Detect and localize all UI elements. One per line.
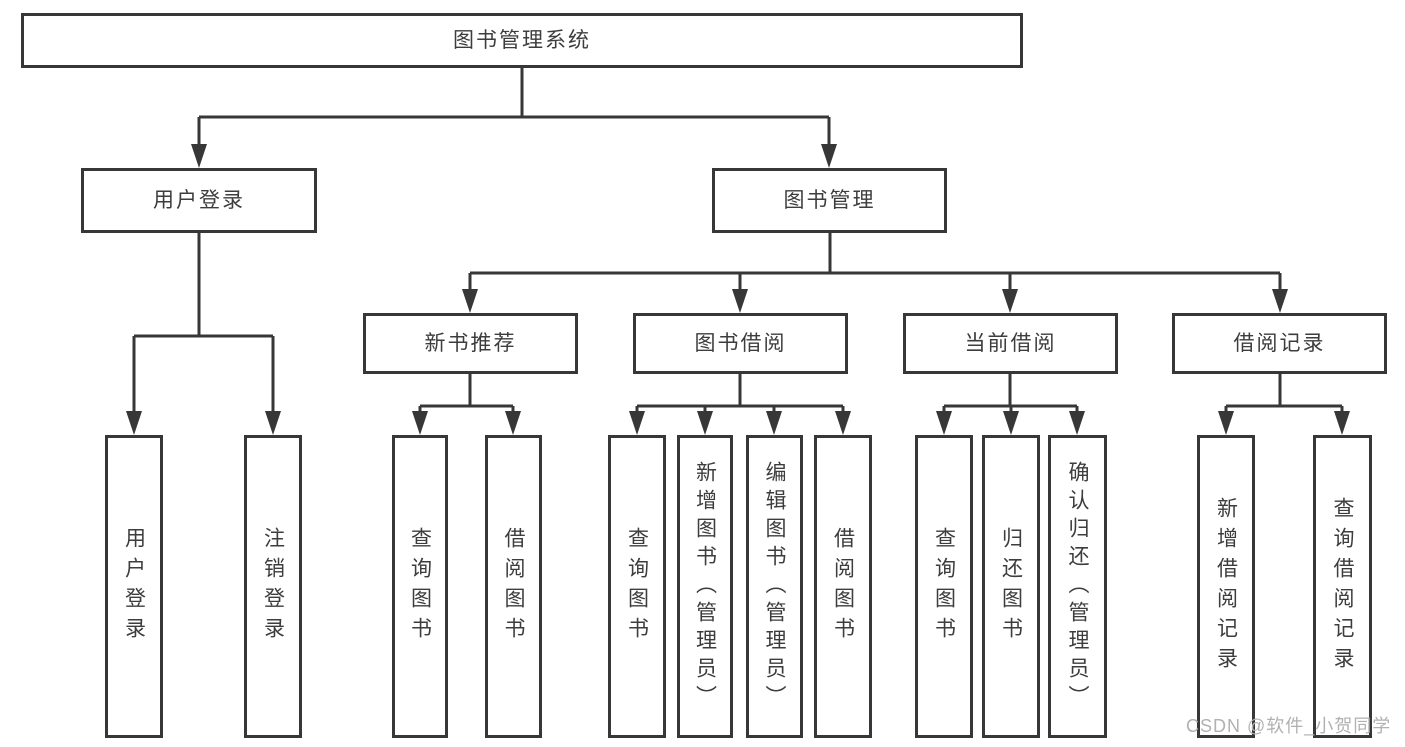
leaf-add-borrow-record: 新增借阅记录 [1197,435,1255,738]
leaf-add-books-admin: 新增图书（管理员） [677,435,733,738]
node-label: 新书推荐 [424,332,517,355]
arrow-down-icon [821,144,837,168]
node-label: 图书管理 [783,189,876,212]
arrowhead-icons [126,144,1350,435]
arrow-down-icon [1069,411,1085,435]
arrow-down-icon [1002,289,1018,313]
node-label: 查询图书 [408,526,432,647]
node-label: 图书管理系统 [453,29,591,52]
arrow-down-icon [835,411,851,435]
node-label: 图书借阅 [694,332,787,355]
node-label: 查询图书 [625,526,649,647]
arrow-down-icon [936,411,952,435]
csdn-watermark: CSDN @软件_小贺同学 [1186,716,1392,736]
arrow-down-icon [1334,411,1350,435]
node-label: 查询借阅记录 [1331,496,1354,677]
node-label: 查询图书 [932,526,956,647]
node-label: 编辑图书（管理员） [763,460,786,713]
leaf-edit-books-admin: 编辑图书（管理员） [746,435,803,738]
leaf-logout: 注销登录 [244,435,302,738]
arrow-down-icon [126,411,142,435]
node-label: 注销登录 [261,526,285,647]
arrow-down-icon [1272,289,1288,313]
leaf-recommend-search-books: 查询图书 [392,435,448,738]
arrow-down-icon [1003,411,1019,435]
node-label: 用户登录 [122,526,146,647]
leaf-confirm-return-admin: 确认归还（管理员） [1048,435,1107,738]
arrow-down-icon [462,289,478,313]
leaf-search-borrow-record: 查询借阅记录 [1313,435,1372,738]
arrow-down-icon [766,411,782,435]
node-label: 新增借阅记录 [1214,496,1238,677]
leaf-borrowing-borrow-books: 借阅图书 [814,435,872,738]
arrow-down-icon [265,411,281,435]
node-label: 借阅图书 [502,526,525,647]
arrow-down-icon [629,411,645,435]
leaf-user-login: 用户登录 [105,435,163,738]
node-book-management: 图书管理 [712,168,947,233]
leaf-borrowing-search-books: 查询图书 [608,435,666,738]
arrow-down-icon [412,411,428,435]
node-book-borrowing: 图书借阅 [633,313,848,374]
arrow-down-icon [191,144,207,168]
leaf-recommend-borrow-books: 借阅图书 [485,435,542,738]
node-label: 当前借阅 [964,332,1057,355]
node-current-borrowing: 当前借阅 [903,313,1118,374]
leaf-return-books: 归还图书 [982,435,1040,738]
node-new-book-recommend: 新书推荐 [363,313,578,374]
arrow-down-icon [732,289,748,313]
node-borrowing-records: 借阅记录 [1172,313,1387,374]
node-label: 借阅图书 [831,526,855,647]
node-user-login: 用户登录 [81,168,317,233]
arrow-down-icon [1218,411,1234,435]
leaf-current-search-books: 查询图书 [915,435,973,738]
node-label: 用户登录 [153,189,245,212]
node-label: 新增图书（管理员） [693,460,717,713]
node-label: 归还图书 [999,526,1023,647]
arrow-down-icon [505,411,521,435]
node-root-library-system: 图书管理系统 [21,13,1023,68]
arrow-down-icon [697,411,713,435]
node-label: 确认归还（管理员） [1066,460,1089,713]
node-label: 借阅记录 [1233,332,1326,355]
